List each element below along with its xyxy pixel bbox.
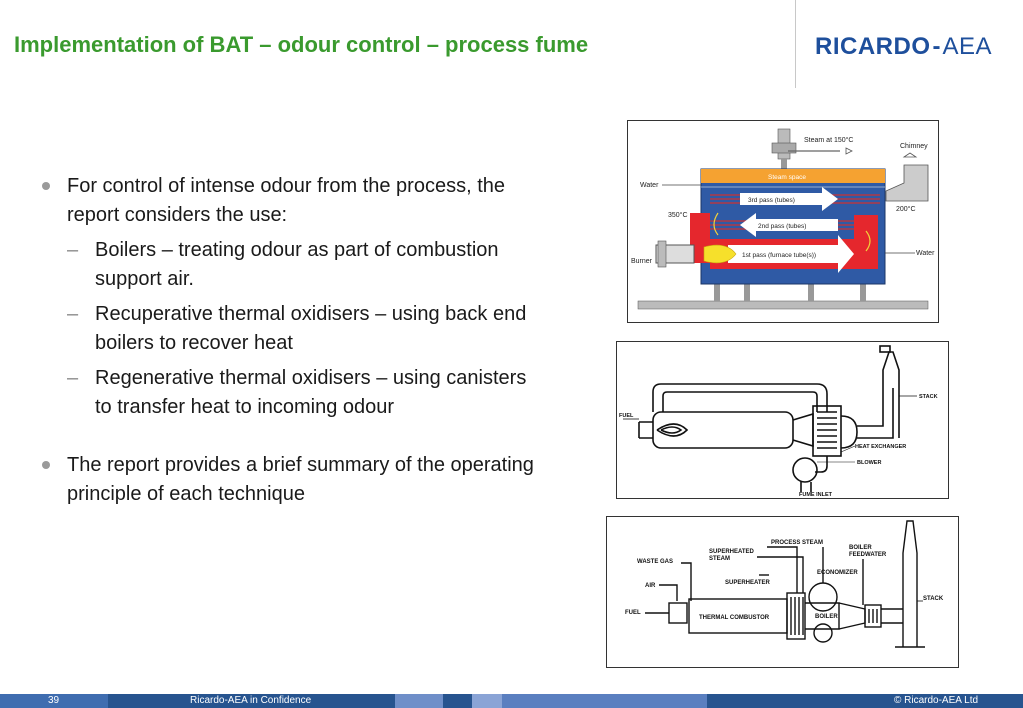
logo-separator: - (932, 33, 941, 60)
blower-label: BLOWER (857, 460, 881, 466)
ricardo-aea-logo: RICARDO-AEA (815, 33, 992, 61)
dash-icon: – (67, 239, 79, 261)
fuel-label: FUEL (619, 413, 634, 419)
slide-title: Implementation of BAT – odour control – … (14, 32, 589, 57)
bullet-item: The report provides a brief summary of t… (40, 451, 540, 508)
air-label: AIR (645, 583, 656, 589)
dash-icon: – (67, 367, 79, 389)
header-divider (795, 0, 796, 88)
recuperative-oxidiser-diagram: STACK FUEL HEAT EXCHANGER BLOWER FUME IN… (616, 341, 949, 499)
water-out-label: Water (916, 250, 935, 257)
logo-text-ricardo: RICARDO (815, 33, 931, 60)
pass-3-label: 3rd pass (tubes) (748, 197, 795, 204)
fume-inlet-label: FUME INLET (799, 492, 833, 498)
thermal-combustor-diagram: PROCESS STEAM SUPERHEATED STEAM BOILER F… (606, 516, 959, 668)
temp-350-label: 350°C (668, 211, 688, 219)
superheater-label: SUPERHEATER (725, 580, 771, 586)
confidentiality-note: Ricardo-AEA in Confidence (190, 695, 312, 706)
bullet-item: For control of intense odour from the pr… (40, 172, 540, 229)
waste-gas-label: WASTE GAS (637, 559, 673, 565)
logo-text-aea: AEA (942, 33, 993, 60)
boiler-feedwater-label-1: BOILER (849, 545, 872, 551)
temp-200-label: 200°C (896, 205, 916, 213)
page-number: 39 (48, 695, 60, 706)
chimney-label: Chimney (900, 143, 928, 150)
steam-label: Steam at 150°C (804, 136, 854, 144)
pass-1-label: 1st pass (furnace tube(s)) (742, 252, 816, 259)
steam-label: STEAM (709, 556, 730, 562)
sub-bullet-item: – Recuperative thermal oxidisers – using… (40, 300, 540, 357)
stack-label: STACK (919, 394, 938, 400)
dash-icon: – (67, 303, 79, 325)
heat-exchanger-label: HEAT EXCHANGER (855, 444, 906, 450)
bullet-dot-icon (42, 461, 50, 469)
copyright-note: © Ricardo-AEA Ltd (894, 695, 979, 706)
pass-2-label: 2nd pass (tubes) (758, 223, 806, 230)
sub-bullet-text: Regenerative thermal oxidisers – using c… (95, 367, 527, 418)
boiler-feedwater-label-2: FEEDWATER (849, 552, 887, 558)
sub-bullet-item: – Boilers – treating odour as part of co… (40, 236, 540, 293)
sub-bullet-item: – Regenerative thermal oxidisers – using… (40, 364, 540, 421)
bullet-text: For control of intense odour from the pr… (67, 175, 505, 226)
boiler-label: BOILER (815, 614, 838, 620)
bullet-list: For control of intense odour from the pr… (40, 172, 540, 508)
thermal-combustor-label: THERMAL COMBUSTOR (699, 615, 770, 621)
sub-bullet-text: Boilers – treating odour as part of comb… (95, 239, 499, 290)
stack-label: STACK (923, 596, 944, 602)
footer-bar: 39 Ricardo-AEA in Confidence © Ricardo-A… (0, 694, 1023, 708)
bullet-dot-icon (42, 182, 50, 190)
process-steam-label: PROCESS STEAM (771, 540, 823, 546)
sub-bullet-text: Recuperative thermal oxidisers – using b… (95, 303, 527, 354)
water-in-label: Water (640, 182, 659, 189)
burner-label: Burner (631, 258, 653, 265)
economizer-label: ECONOMIZER (817, 570, 858, 576)
fuel-label: FUEL (625, 610, 641, 616)
superheated-label: SUPERHEATED (709, 549, 755, 555)
boiler-diagram: Steam at 150°C Chimney 200°C Steam space… (627, 120, 939, 323)
bullet-text: The report provides a brief summary of t… (67, 454, 534, 505)
steam-space-label: Steam space (768, 174, 806, 181)
